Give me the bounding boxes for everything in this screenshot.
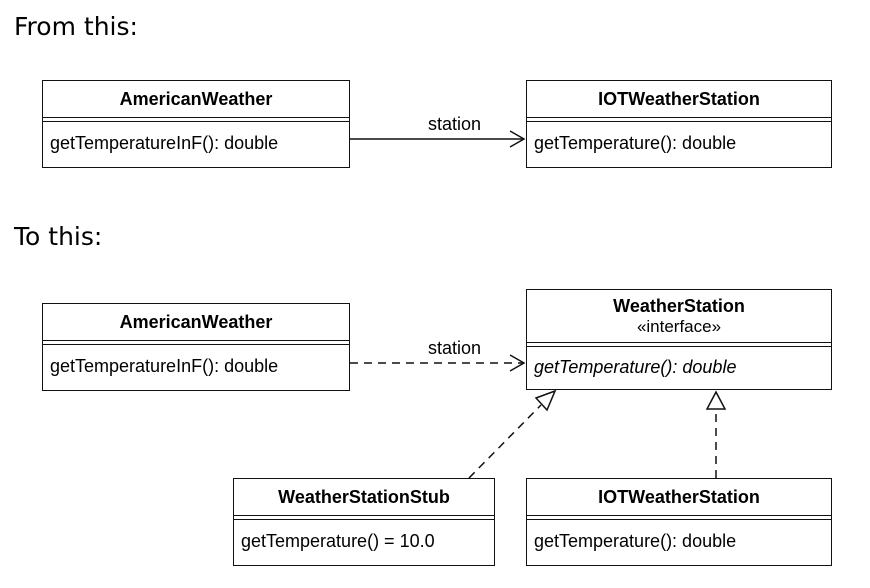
interface-stereotype: «interface» bbox=[636, 316, 722, 336]
attributes-compartment bbox=[43, 118, 349, 122]
after-dependency-label: station bbox=[428, 338, 482, 358]
class-name: IOTWeatherStation bbox=[527, 81, 831, 118]
after-iot-station-class: IOTWeatherStation getTemperature(): doub… bbox=[526, 478, 832, 566]
class-name: AmericanWeather bbox=[43, 81, 349, 118]
after-american-weather-class: AmericanWeather getTemperatureInF(): dou… bbox=[42, 303, 350, 391]
interface-name-compartment: WeatherStation «interface» bbox=[527, 290, 831, 343]
abstract-operation: getTemperature(): double bbox=[534, 356, 737, 377]
attributes-compartment bbox=[234, 516, 494, 520]
attributes-compartment bbox=[527, 516, 831, 520]
dependency-arrowhead bbox=[509, 354, 526, 372]
attributes-compartment bbox=[527, 343, 831, 347]
association-arrowhead bbox=[509, 130, 526, 148]
operation: getTemperature() = 10.0 bbox=[241, 530, 435, 551]
operation: getTemperatureInF(): double bbox=[50, 355, 279, 376]
operation: getTemperature(): double bbox=[534, 530, 737, 551]
class-name: WeatherStationStub bbox=[234, 479, 494, 516]
stub-realization-triangle bbox=[534, 389, 557, 412]
class-name: AmericanWeather bbox=[43, 304, 349, 341]
before-association-label: station bbox=[428, 114, 482, 134]
attributes-compartment bbox=[527, 118, 831, 122]
from-heading: From this: bbox=[14, 12, 138, 41]
stub-realization-line bbox=[468, 404, 542, 479]
iot-realization-triangle bbox=[705, 390, 727, 410]
weather-station-interface: WeatherStation «interface» getTemperatur… bbox=[526, 289, 832, 390]
to-heading: To this: bbox=[14, 222, 103, 251]
operation: getTemperatureInF(): double bbox=[50, 132, 279, 153]
operation: getTemperature(): double bbox=[534, 132, 737, 153]
before-american-weather-class: AmericanWeather getTemperatureInF(): dou… bbox=[42, 80, 350, 168]
weather-station-stub-class: WeatherStationStub getTemperature() = 10… bbox=[233, 478, 495, 566]
class-name: IOTWeatherStation bbox=[527, 479, 831, 516]
interface-name: WeatherStation bbox=[613, 295, 745, 316]
attributes-compartment bbox=[43, 341, 349, 345]
before-iot-station-class: IOTWeatherStation getTemperature(): doub… bbox=[526, 80, 832, 168]
